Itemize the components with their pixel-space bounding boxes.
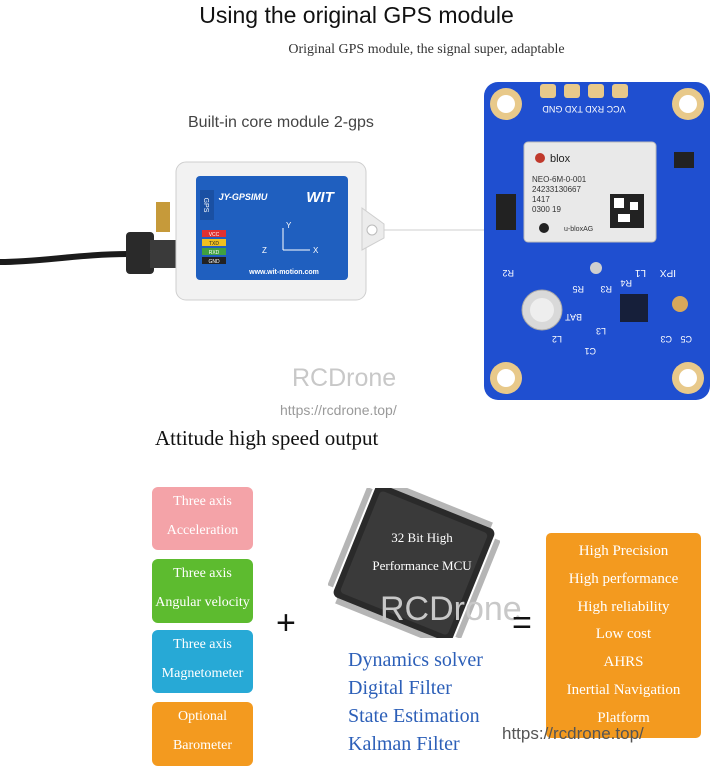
module-code1: 1417 xyxy=(532,195,550,204)
pin-vcc: VCC xyxy=(209,232,220,238)
pointer-line xyxy=(384,229,494,231)
pin-rxd: RXD xyxy=(209,250,220,256)
sensor-magnetometer-line1: Three axis xyxy=(173,637,232,652)
antenna-connector xyxy=(156,202,170,232)
gps-pin-labels: VCC RXD TXD GND xyxy=(542,104,626,114)
results-panel: High Precision High performance High rel… xyxy=(546,533,701,738)
mcu-chip-icon xyxy=(328,488,500,638)
watermark-url-2: https://rcdrone.top/ xyxy=(502,724,644,743)
chip-label-line2: Performance MCU xyxy=(372,558,472,573)
result-low-cost: Low cost xyxy=(595,626,652,643)
module-model: NEO-6M-0-001 xyxy=(532,175,587,184)
imu-url: www.wit-motion.com xyxy=(248,269,319,276)
chip-label-line1: 32 Bit High xyxy=(391,530,453,545)
result-high-performance: High performance xyxy=(568,570,679,587)
result-high-precision: High Precision xyxy=(578,543,669,559)
imu-brand-logo: WIT xyxy=(306,189,335,206)
algo-dynamics-solver: Dynamics solver xyxy=(348,649,483,671)
axis-diagram xyxy=(282,228,310,251)
plus-sign: + xyxy=(276,604,296,642)
module-maker: u-bloxAG xyxy=(564,226,593,233)
imu-side-label: GPS xyxy=(202,198,209,213)
page-subtitle: Original GPS module, the signal super, a… xyxy=(288,42,565,57)
imu-model: JY-GPSIMU xyxy=(219,192,268,202)
silk-r4: R4 xyxy=(620,278,632,288)
sensor-acceleration: Three axis Acceleration xyxy=(152,487,253,550)
silk-r3: R3 xyxy=(600,284,612,294)
result-ahrs: AHRS xyxy=(603,654,644,671)
ipx-connector xyxy=(672,296,688,312)
sensor-acceleration-line2: Acceleration xyxy=(166,523,239,538)
core-module-label: Built-in core module 2-gps xyxy=(188,114,374,131)
silk-bat: BAT xyxy=(565,312,582,322)
imu-label-panel xyxy=(196,176,348,280)
sensor-acceleration-line1: Three axis xyxy=(173,494,232,509)
module-serial: 24233130667 xyxy=(532,185,581,194)
result-inertial-navigation: Inertial Navigation xyxy=(566,681,681,698)
gps-board-illustration: VCC RXD TXD GND blox NEO-6M-0-001 242331… xyxy=(484,82,710,400)
algo-state-estimation: State Estimation xyxy=(348,705,480,727)
imu-cable xyxy=(0,251,131,265)
result-high-reliability: High reliability xyxy=(577,598,670,615)
watermark-brand: RCDrone xyxy=(292,364,397,392)
section-title: Attitude high speed output xyxy=(155,426,379,450)
pin-txd: TXD xyxy=(209,241,219,247)
silk-r2: R2 xyxy=(502,268,514,278)
pin-gnd: GND xyxy=(208,259,220,265)
watermark-url: https://rcdrone.top/ xyxy=(280,402,397,418)
silk-c3: C3 xyxy=(660,334,672,344)
silk-l3: L3 xyxy=(596,326,606,336)
result-platform: Platform xyxy=(597,709,650,726)
silk-ipx: IPX xyxy=(660,267,676,278)
cable-gland xyxy=(126,232,154,274)
algo-digital-filter: Digital Filter xyxy=(348,677,452,699)
axis-x-label: X xyxy=(313,246,319,255)
equals-sign: = xyxy=(512,604,532,642)
sensor-angular-line2: Angular velocity xyxy=(155,595,250,610)
sensor-angular-line1: Three axis xyxy=(173,566,232,581)
sensor-barometer-line2: Barometer xyxy=(172,738,233,753)
sensor-barometer-line1: Optional xyxy=(178,709,227,724)
silk-c5: C5 xyxy=(680,334,692,344)
module-brand: blox xyxy=(550,153,571,165)
sensor-angular-velocity: Three axis Angular velocity xyxy=(152,559,253,623)
axis-y-label: Y xyxy=(286,221,292,230)
sensor-magnetometer: Three axis Magnetometer xyxy=(152,630,253,693)
imu-pin-labels: VCC TXD RXD GND xyxy=(202,230,226,265)
page-title: Using the original GPS module xyxy=(199,2,514,28)
silk-l1: L1 xyxy=(634,267,646,278)
axis-z-label: Z xyxy=(262,246,267,255)
sensor-magnetometer-line2: Magnetometer xyxy=(161,666,244,681)
module-code2: 0300 19 xyxy=(532,205,561,214)
imu-device-illustration: GPS JY-GPSIMU WIT VCC TXD RXD GND Z X Y … xyxy=(0,161,385,301)
silk-c1: C1 xyxy=(584,346,596,356)
sensor-barometer: Optional Barometer xyxy=(152,702,253,766)
silk-l2: L2 xyxy=(552,334,562,344)
algo-kalman-filter: Kalman Filter xyxy=(348,733,460,755)
silk-r5: R5 xyxy=(572,284,584,294)
watermark-brand-2: RCDrone xyxy=(380,590,522,628)
